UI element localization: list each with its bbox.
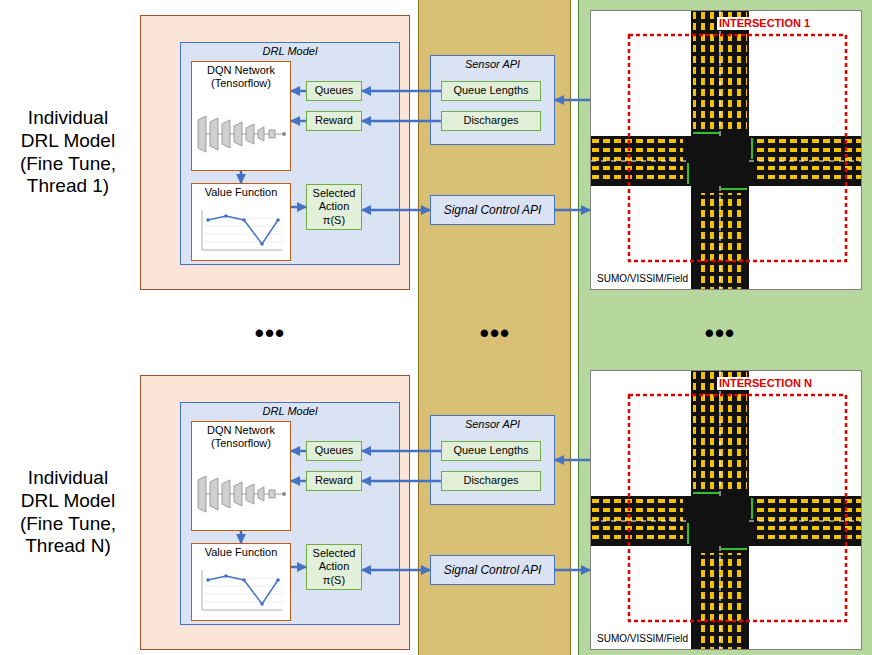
simulation-panel (579, 0, 872, 655)
box-title: DRL Model (260, 45, 321, 58)
row-title: Individual DRL Model (Fine Tune, Thread … (7, 467, 129, 558)
model-panel: Individual DRL Model (Fine Tune, Thread … (0, 375, 410, 650)
intersection-illustration (591, 11, 861, 289)
value-chart (196, 566, 286, 616)
discharges-box: Discharges (441, 111, 541, 131)
selected-action-box: Selected Action π(S) (306, 184, 362, 230)
queue-lengths-box: Queue Lengths (441, 81, 541, 101)
value-function-box: Value Function (191, 183, 291, 261)
signal-control-api-box: Signal Control API (430, 555, 555, 585)
reward-box: Reward (306, 111, 362, 131)
queues-box: Queues (306, 441, 362, 461)
queue-lengths-box: Queue Lengths (441, 441, 541, 461)
box-label: Selected Action π(S) (309, 547, 359, 587)
ellipsis-mark: ••• (255, 318, 285, 348)
api-panel (419, 0, 571, 655)
connector-arrow (362, 569, 430, 572)
drl-model-box: DRL Model DQN Network (Tensorflow) Queues… (180, 42, 400, 265)
box-label: Reward (315, 114, 353, 127)
model-panel: Individual DRL Model (Fine Tune, Thread … (0, 15, 410, 290)
connector-arrow (291, 566, 306, 569)
ellipsis-mark: ••• (480, 318, 510, 348)
intersection-illustration (591, 371, 861, 649)
reward-box: Reward (306, 471, 362, 491)
connector-arrow (555, 569, 590, 572)
connector-arrow (291, 120, 306, 123)
connector-arrow (291, 480, 306, 483)
drl-model-box: DRL Model DQN Network (Tensorflow) Queues… (180, 402, 400, 625)
connector-arrow (240, 171, 243, 183)
box-title: Value Function (202, 186, 281, 199)
box-label: Discharges (463, 114, 518, 127)
connector-arrow (240, 531, 243, 543)
connector-arrow (555, 99, 590, 102)
box-title: DQN Network (Tensorflow) (192, 424, 290, 450)
dqn-network-box: DQN Network (Tensorflow) (191, 61, 291, 171)
box-label: Queue Lengths (453, 84, 528, 97)
box-title: Sensor API (462, 418, 523, 431)
box-title: DRL Model (260, 405, 321, 418)
connector-arrow (291, 450, 306, 453)
box-title: Sensor API (462, 58, 523, 71)
connector-arrow (362, 450, 441, 453)
dqn-network-box: DQN Network (Tensorflow) (191, 421, 291, 531)
connector-arrow (291, 206, 306, 209)
sensor-api-box: Sensor API Queue LengthsDischarges (430, 415, 555, 505)
box-label: Reward (315, 474, 353, 487)
connector-arrow (362, 120, 441, 123)
box-label: Signal Control API (444, 563, 542, 577)
value-chart (196, 206, 286, 256)
connector-arrow (362, 480, 441, 483)
selected-action-box: Selected Action π(S) (306, 544, 362, 590)
box-title: Value Function (202, 546, 281, 559)
connector-arrow (362, 209, 430, 212)
source-label: SUMO/VISSIM/Field (595, 633, 690, 645)
box-label: Queues (315, 84, 354, 97)
connector-arrow (555, 459, 590, 462)
box-label: Queue Lengths (453, 444, 528, 457)
source-label: SUMO/VISSIM/Field (595, 273, 690, 285)
sensor-api-box: Sensor API Queue LengthsDischarges (430, 55, 555, 145)
connector-arrow (291, 90, 306, 93)
ellipsis-holder: ••• (690, 318, 750, 349)
intersection-label: INTERSECTION 1 (717, 17, 812, 30)
ellipsis-mark: ••• (705, 318, 735, 348)
box-title: DQN Network (Tensorflow) (192, 64, 290, 90)
intersection-view: INTERSECTION N SUMO/VISSIM/Field (590, 370, 862, 650)
box-label: Signal Control API (444, 203, 542, 217)
box-label: Queues (315, 444, 354, 457)
ellipsis-holder: ••• (240, 318, 300, 349)
box-label: Discharges (463, 474, 518, 487)
intersection-view: INTERSECTION 1 SUMO/VISSIM/Field (590, 10, 862, 290)
row-title: Individual DRL Model (Fine Tune, Thread … (7, 107, 129, 198)
value-function-box: Value Function (191, 543, 291, 621)
network-illustration (194, 106, 290, 162)
box-label: Selected Action π(S) (309, 187, 359, 227)
network-illustration (194, 466, 290, 522)
signal-control-api-box: Signal Control API (430, 195, 555, 225)
discharges-box: Discharges (441, 471, 541, 491)
connector-arrow (362, 90, 441, 93)
intersection-label: INTERSECTION N (717, 377, 814, 390)
queues-box: Queues (306, 81, 362, 101)
connector-arrow (555, 209, 590, 212)
ellipsis-holder: ••• (465, 318, 525, 349)
